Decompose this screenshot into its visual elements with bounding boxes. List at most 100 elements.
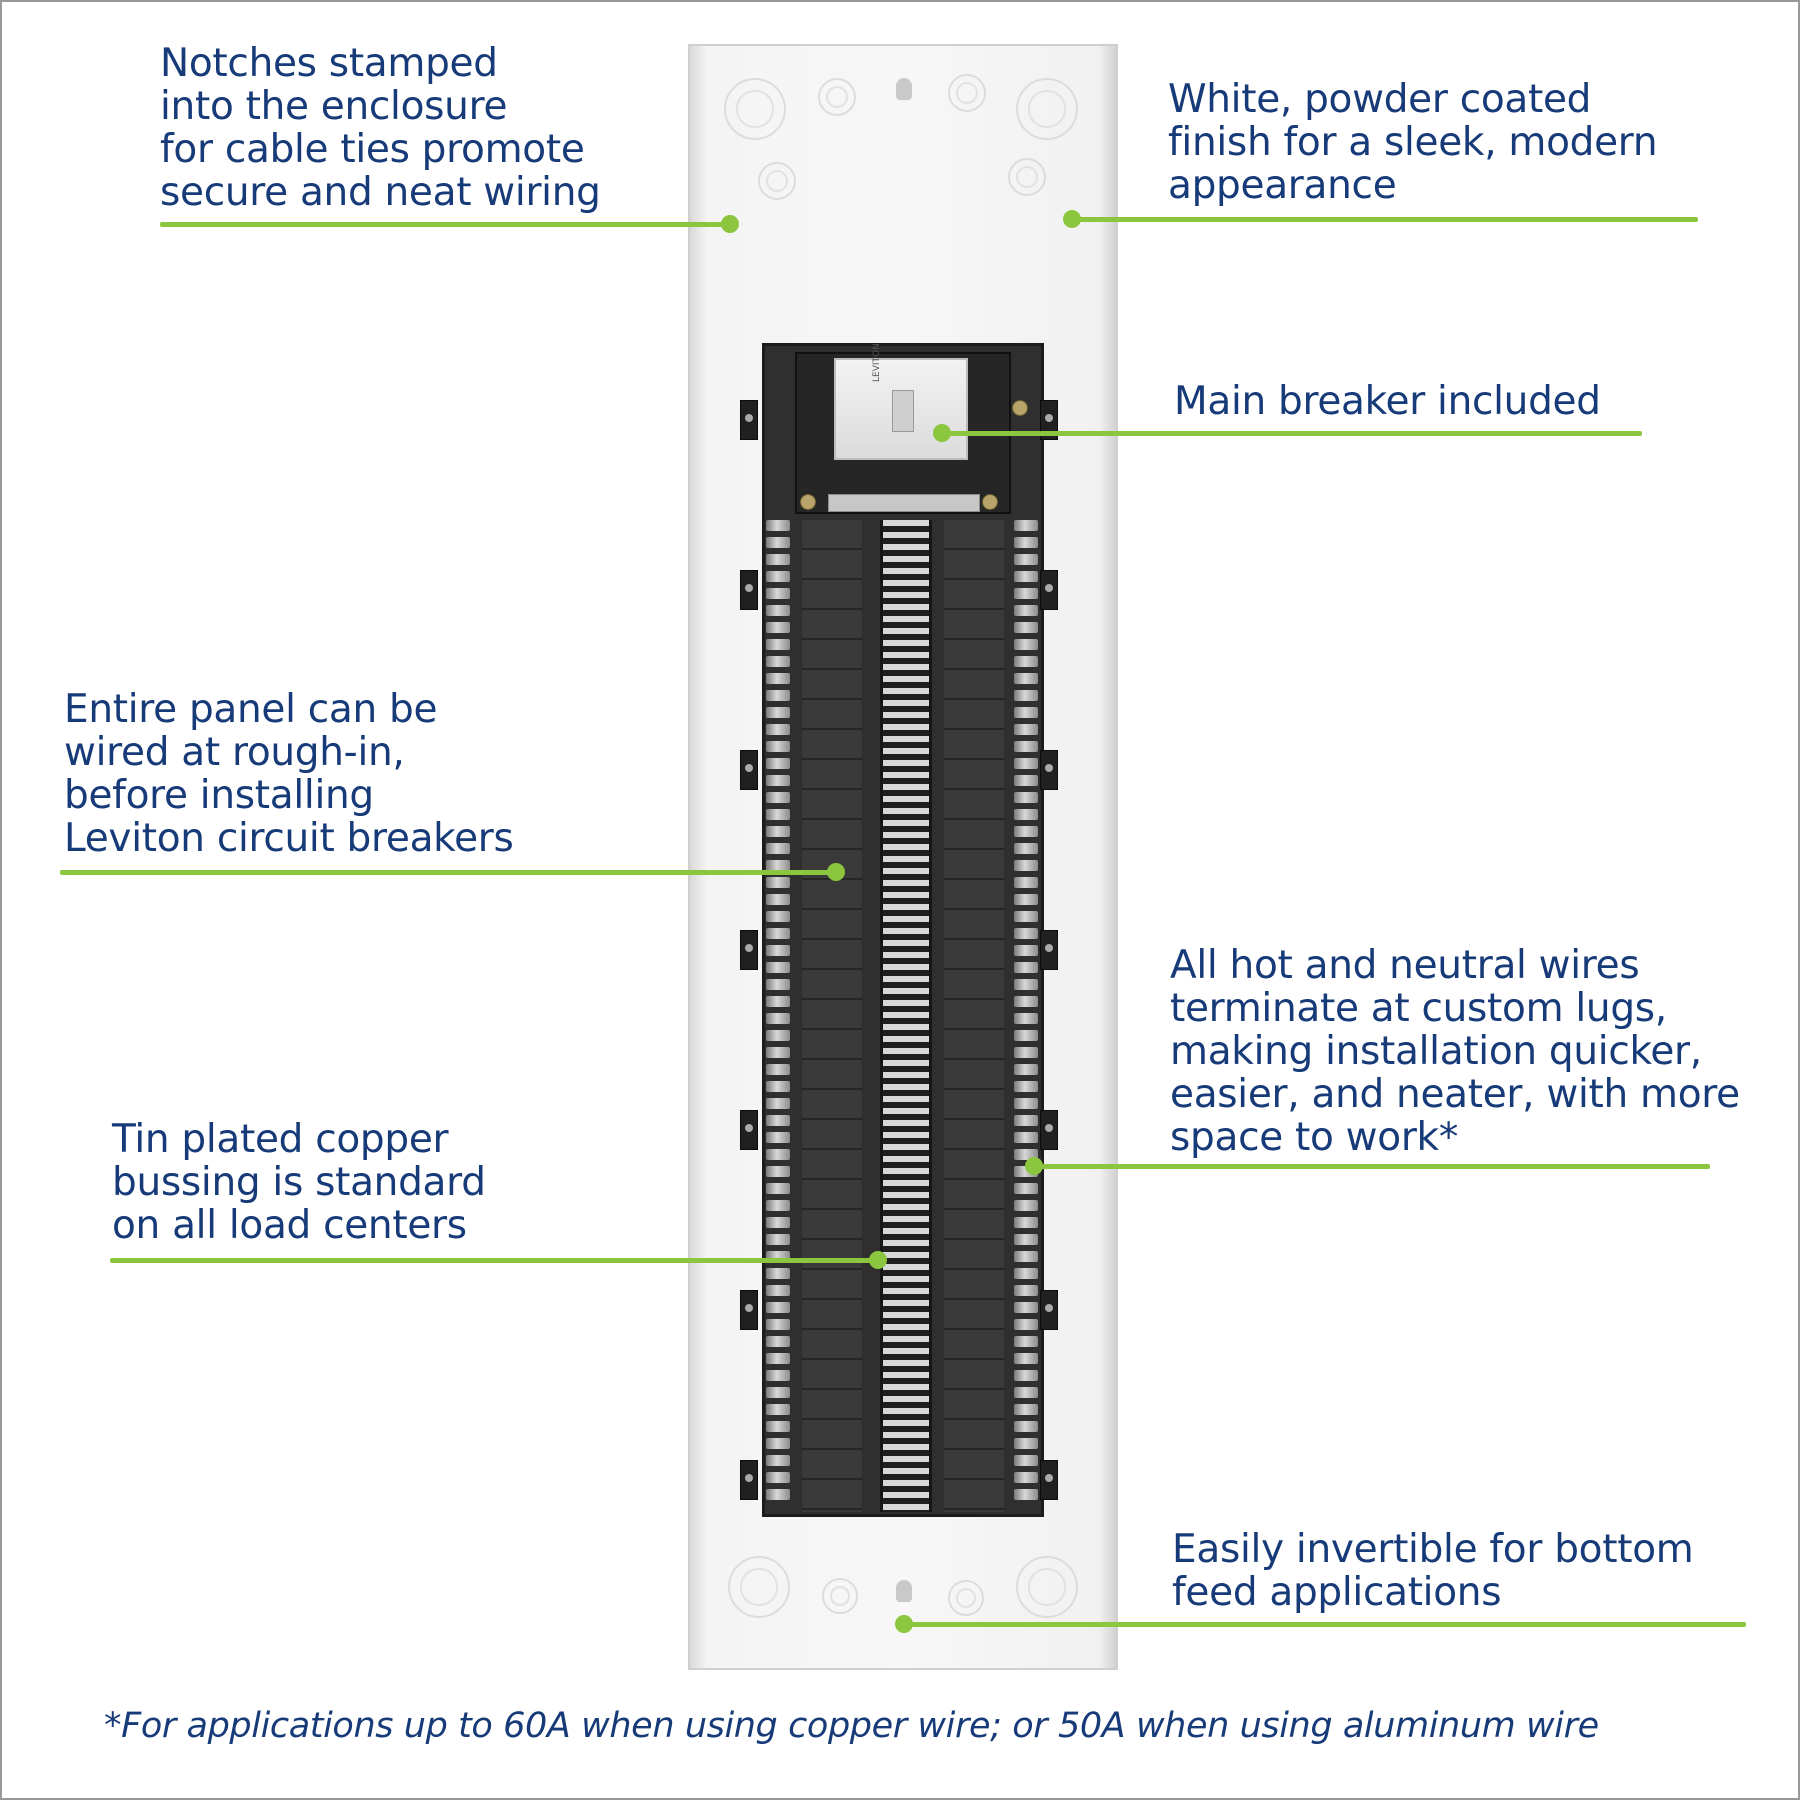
terminal-lug — [766, 571, 790, 582]
terminal-lug — [1014, 1115, 1038, 1126]
terminal-lug — [766, 1489, 790, 1500]
terminal-lug — [766, 1268, 790, 1279]
leader-dot-bussing — [869, 1251, 887, 1269]
mounting-clip — [740, 930, 758, 970]
terminal-lug — [1014, 1353, 1038, 1364]
terminal-lug — [1014, 1268, 1038, 1279]
terminal-lug — [766, 1115, 790, 1126]
callout-line: secure and neat wiring — [160, 170, 601, 215]
callout-line: Notches stamped — [160, 41, 498, 86]
callout-bussing: Tin plated copper bussing is standard on… — [112, 1118, 486, 1247]
terminal-lug — [1014, 826, 1038, 837]
terminal-lug — [766, 1404, 790, 1415]
terminal-lug — [1014, 1404, 1038, 1415]
terminal-lug — [766, 1472, 790, 1483]
callout-line: bussing is standard — [112, 1160, 486, 1205]
callout-line: All hot and neutral wires — [1170, 943, 1640, 988]
terminal-lug — [766, 1030, 790, 1041]
terminal-lug — [766, 826, 790, 837]
terminal-lug — [766, 962, 790, 973]
mounting-clip — [1040, 1460, 1058, 1500]
breaker-column-right — [944, 520, 1004, 1512]
terminal-lug — [766, 877, 790, 888]
terminal-lug — [1014, 554, 1038, 565]
callout-line: on all load centers — [112, 1203, 467, 1248]
terminal-lug — [766, 1149, 790, 1160]
terminal-lug — [1014, 673, 1038, 684]
terminal-lug — [1014, 1319, 1038, 1330]
terminal-lug — [766, 1200, 790, 1211]
terminal-lug — [766, 588, 790, 599]
bus-bar — [880, 520, 932, 1512]
terminal-lug — [1014, 877, 1038, 888]
terminal-lug — [1014, 724, 1038, 735]
terminal-lug — [1014, 843, 1038, 854]
terminal-lug — [766, 758, 790, 769]
callout-line: appearance — [1168, 163, 1397, 208]
leader-dot-invertible — [895, 1615, 913, 1633]
terminal-lug — [1014, 1183, 1038, 1194]
knockout-top-small-1 — [818, 78, 856, 116]
terminal-lug — [766, 520, 790, 531]
terminal-lug — [766, 1285, 790, 1296]
leader-dot-main-breaker — [933, 424, 951, 442]
terminal-lug — [766, 1047, 790, 1058]
terminal-lug — [766, 945, 790, 956]
knockout-bottom-left — [728, 1556, 790, 1618]
knockout-top-mid-left — [758, 162, 796, 200]
terminal-lug — [1014, 1455, 1038, 1466]
terminal-lug — [766, 724, 790, 735]
terminal-lug — [766, 1217, 790, 1228]
terminal-lug — [1014, 1234, 1038, 1245]
terminal-lug — [1014, 1285, 1038, 1296]
knockout-top-right — [1016, 78, 1078, 140]
callout-line: easier, and neater, with more — [1170, 1072, 1740, 1117]
terminal-lug — [1014, 1132, 1038, 1143]
terminal-lug — [1014, 775, 1038, 786]
mounting-clip — [740, 1460, 758, 1500]
callout-line: Easily invertible for bottom — [1172, 1527, 1694, 1572]
terminal-lug — [1014, 996, 1038, 1007]
callout-line: before installing — [64, 773, 374, 818]
terminal-lug — [766, 1319, 790, 1330]
main-breaker-label: LEVITON — [872, 343, 882, 382]
terminal-lug — [1014, 571, 1038, 582]
terminal-lug — [1014, 1370, 1038, 1381]
terminal-lug — [766, 1353, 790, 1364]
terminal-lug — [1014, 809, 1038, 820]
leader-dot-notches — [721, 215, 739, 233]
terminal-lug — [766, 894, 790, 905]
neutral-bar-strip — [828, 494, 980, 512]
terminal-lug — [766, 656, 790, 667]
terminal-lug — [1014, 1217, 1038, 1228]
leader-line-notches — [160, 222, 730, 227]
mounting-clip — [1040, 1110, 1058, 1150]
callout-line: space to work* — [1170, 1115, 1459, 1160]
terminal-lug — [1014, 1030, 1038, 1041]
terminal-lug — [1014, 741, 1038, 752]
terminal-stud-right — [982, 494, 998, 510]
mounting-clip — [740, 570, 758, 610]
terminal-lug — [766, 1183, 790, 1194]
terminal-lug — [766, 639, 790, 650]
callout-line: making installation quicker, — [1170, 1029, 1702, 1074]
callout-invertible: Easily invertible for bottom feed applic… — [1172, 1527, 1694, 1614]
terminal-lug — [766, 1234, 790, 1245]
mounting-clip — [1040, 750, 1058, 790]
terminal-lug — [766, 1251, 790, 1262]
leader-dot-finish — [1063, 210, 1081, 228]
terminal-lug — [1014, 588, 1038, 599]
terminal-lug — [1014, 1081, 1038, 1092]
callout-main-breaker: Main breaker included — [1174, 380, 1601, 423]
mounting-clip — [1040, 400, 1058, 440]
knockout-bottom-small-1 — [822, 1578, 858, 1614]
terminal-lug — [766, 843, 790, 854]
leader-line-main-breaker — [942, 431, 1642, 436]
knockout-bottom-small-2 — [948, 1580, 984, 1616]
terminal-lug — [766, 741, 790, 752]
terminal-lug — [766, 690, 790, 701]
terminal-lug — [1014, 1438, 1038, 1449]
callout-line: White, powder coated — [1168, 77, 1592, 122]
knockout-top-small-2 — [948, 74, 986, 112]
terminal-lug — [1014, 690, 1038, 701]
